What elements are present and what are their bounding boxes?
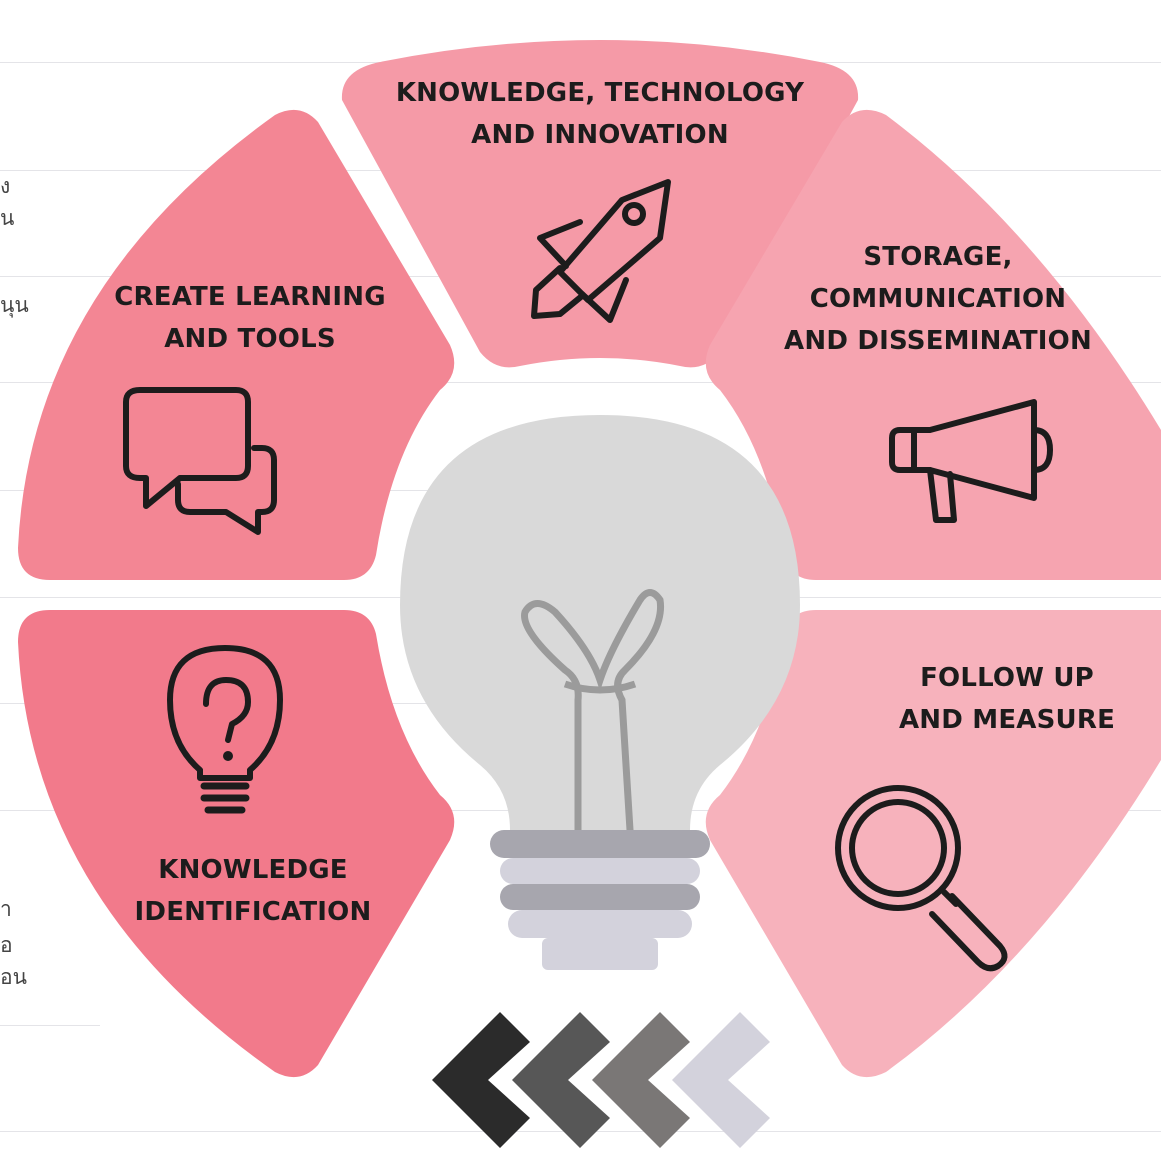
side-text-fragment: อ: [0, 933, 13, 957]
label-line: COMMUNICATION: [809, 284, 1067, 314]
chevron-3: [592, 1012, 690, 1148]
label-line: FOLLOW UP: [920, 663, 1094, 693]
label-follow-up-measure: FOLLOW UP AND MEASURE: [880, 657, 1134, 741]
label-create-learning-tools: CREATE LEARNING AND TOOLS: [90, 276, 410, 360]
label-line: CREATE LEARNING: [114, 282, 386, 312]
label-line: KNOWLEDGE, TECHNOLOGY: [395, 78, 805, 108]
divider: [0, 382, 1161, 383]
side-text-fragment: อน: [0, 965, 27, 989]
question-dot: [223, 751, 233, 761]
label-knowledge-identification: KNOWLEDGE IDENTIFICATION: [100, 849, 406, 933]
label-knowledge-technology-innovation: KNOWLEDGE, TECHNOLOGY AND INNOVATION: [360, 72, 840, 156]
label-line: AND TOOLS: [164, 324, 336, 354]
label-storage-communication-dissemination: STORAGE, COMMUNICATION AND DISSEMINATION: [765, 236, 1111, 362]
chevron-1: [432, 1012, 530, 1148]
segment-follow-up-measure: [705, 610, 1161, 1078]
segment-knowledge-technology-innovation: [341, 40, 859, 368]
magnifier-icon: [835, 785, 1008, 972]
megaphone-icon: [889, 399, 1053, 523]
label-line: AND MEASURE: [898, 705, 1116, 735]
chevron-4: [672, 1012, 770, 1148]
label-line: IDENTIFICATION: [134, 897, 372, 927]
label-line: KNOWLEDGE: [158, 855, 348, 885]
divider: [0, 1025, 100, 1026]
label-line: AND DISSEMINATION: [784, 326, 1092, 356]
side-text-fragment: น: [0, 206, 15, 230]
question-bulb-icon: [167, 645, 283, 814]
rocket-icon: [531, 179, 671, 323]
chevrons-left-icon: [432, 1012, 770, 1148]
side-text-fragment: า: [0, 897, 12, 921]
side-text-fragment: ง: [0, 174, 11, 198]
chat-bubbles-icon: [123, 387, 277, 535]
light-bulb-icon: [400, 415, 800, 970]
segment-knowledge-identification: [18, 610, 455, 1078]
chevron-2: [512, 1012, 610, 1148]
side-text-fragment: นุน: [0, 293, 29, 317]
label-line: AND INNOVATION: [471, 120, 729, 150]
label-line: STORAGE,: [863, 242, 1013, 272]
